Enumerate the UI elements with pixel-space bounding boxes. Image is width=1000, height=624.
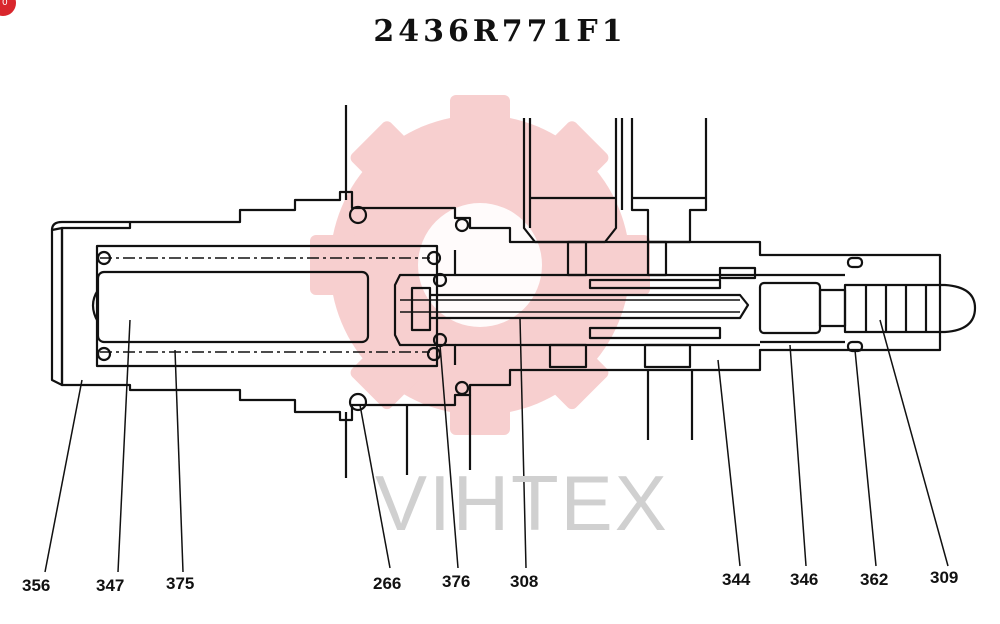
leader-lines — [44, 317, 949, 573]
port-lines — [344, 105, 694, 478]
watermark-text: VIHTEX — [375, 459, 669, 547]
spool-308 — [393, 250, 760, 365]
valve-housing — [50, 190, 942, 422]
upper-ports — [522, 118, 708, 369]
label-346: 346 — [790, 570, 819, 589]
badge-text: 0 — [2, 0, 8, 8]
label-356: 356 — [22, 576, 51, 595]
label-266: 266 — [373, 574, 402, 593]
diagram-title: 2436R771F1 — [373, 14, 627, 49]
label-347: 347 — [96, 576, 125, 595]
label-376: 376 — [442, 572, 471, 591]
label-344: 344 — [722, 570, 751, 589]
piston-347 — [91, 244, 442, 368]
label-309: 309 — [930, 568, 959, 587]
right-end-assembly — [758, 256, 977, 353]
watermark-gear — [310, 95, 650, 435]
label-308: 308 — [510, 572, 539, 591]
seal-266 — [348, 205, 470, 412]
label-362: 362 — [860, 570, 889, 589]
corner-badge: 0 — [0, 0, 16, 16]
label-375: 375 — [166, 574, 195, 593]
